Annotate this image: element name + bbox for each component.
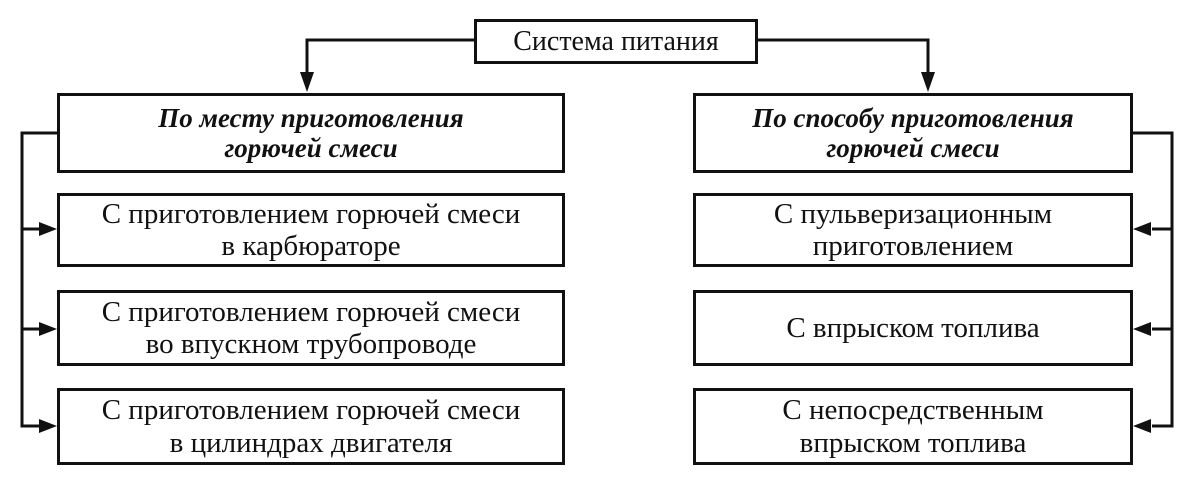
node-right-item-direct-injection: С непосредственным впрыском топлива xyxy=(693,388,1133,465)
node-right-item-1-label: С пульверизационным приготовлением xyxy=(773,197,1053,262)
node-left-item-2-label: С приготовлением горючей смеси во впускн… xyxy=(101,295,521,360)
node-left-item-1-label: С приготовлением горючей смеси в карбюра… xyxy=(101,197,521,262)
arrow-right-2-icon xyxy=(39,322,57,336)
node-right-header: По способу приготовления горючей смеси xyxy=(693,93,1133,173)
node-left-item-3-label: С приготовлением горючей смеси в цилиндр… xyxy=(101,394,521,459)
arrow-right-1-icon xyxy=(39,222,57,236)
left-rail xyxy=(20,131,57,428)
node-root: Система питания xyxy=(474,19,758,64)
node-right-item-3-label: С непосредственным впрыском топлива xyxy=(782,394,1044,459)
connector-root-to-left xyxy=(305,38,475,74)
node-root-label: Система питания xyxy=(513,25,719,57)
arrow-right-3-icon xyxy=(39,419,57,433)
arrow-left-2-icon xyxy=(1133,322,1151,336)
arrow-left-1-icon xyxy=(1133,222,1151,236)
node-right-item-pulverization: С пульверизационным приготовлением xyxy=(693,193,1133,267)
node-left-item-intake-manifold: С приготовлением горючей смеси во впускн… xyxy=(57,290,565,366)
arrow-down-right-icon xyxy=(921,72,935,92)
connector-root-to-right xyxy=(757,38,930,74)
node-left-header: По месту приготовления горючей смеси xyxy=(57,93,565,173)
arrow-left-3-icon xyxy=(1133,419,1151,433)
node-right-item-2-label: С впрыском топлива xyxy=(786,311,1040,344)
arrow-down-left-icon xyxy=(300,72,314,92)
node-left-item-engine-cylinders: С приготовлением горючей смеси в цилиндр… xyxy=(57,388,565,465)
right-rail xyxy=(1133,131,1174,428)
node-left-item-carburetor: С приготовлением горючей смеси в карбюра… xyxy=(57,193,565,267)
node-left-header-label: По месту приготовления горючей смеси xyxy=(158,102,464,163)
node-right-header-label: По способу приготовления горючей смеси xyxy=(752,102,1074,163)
node-right-item-fuel-injection: С впрыском топлива xyxy=(693,290,1133,366)
